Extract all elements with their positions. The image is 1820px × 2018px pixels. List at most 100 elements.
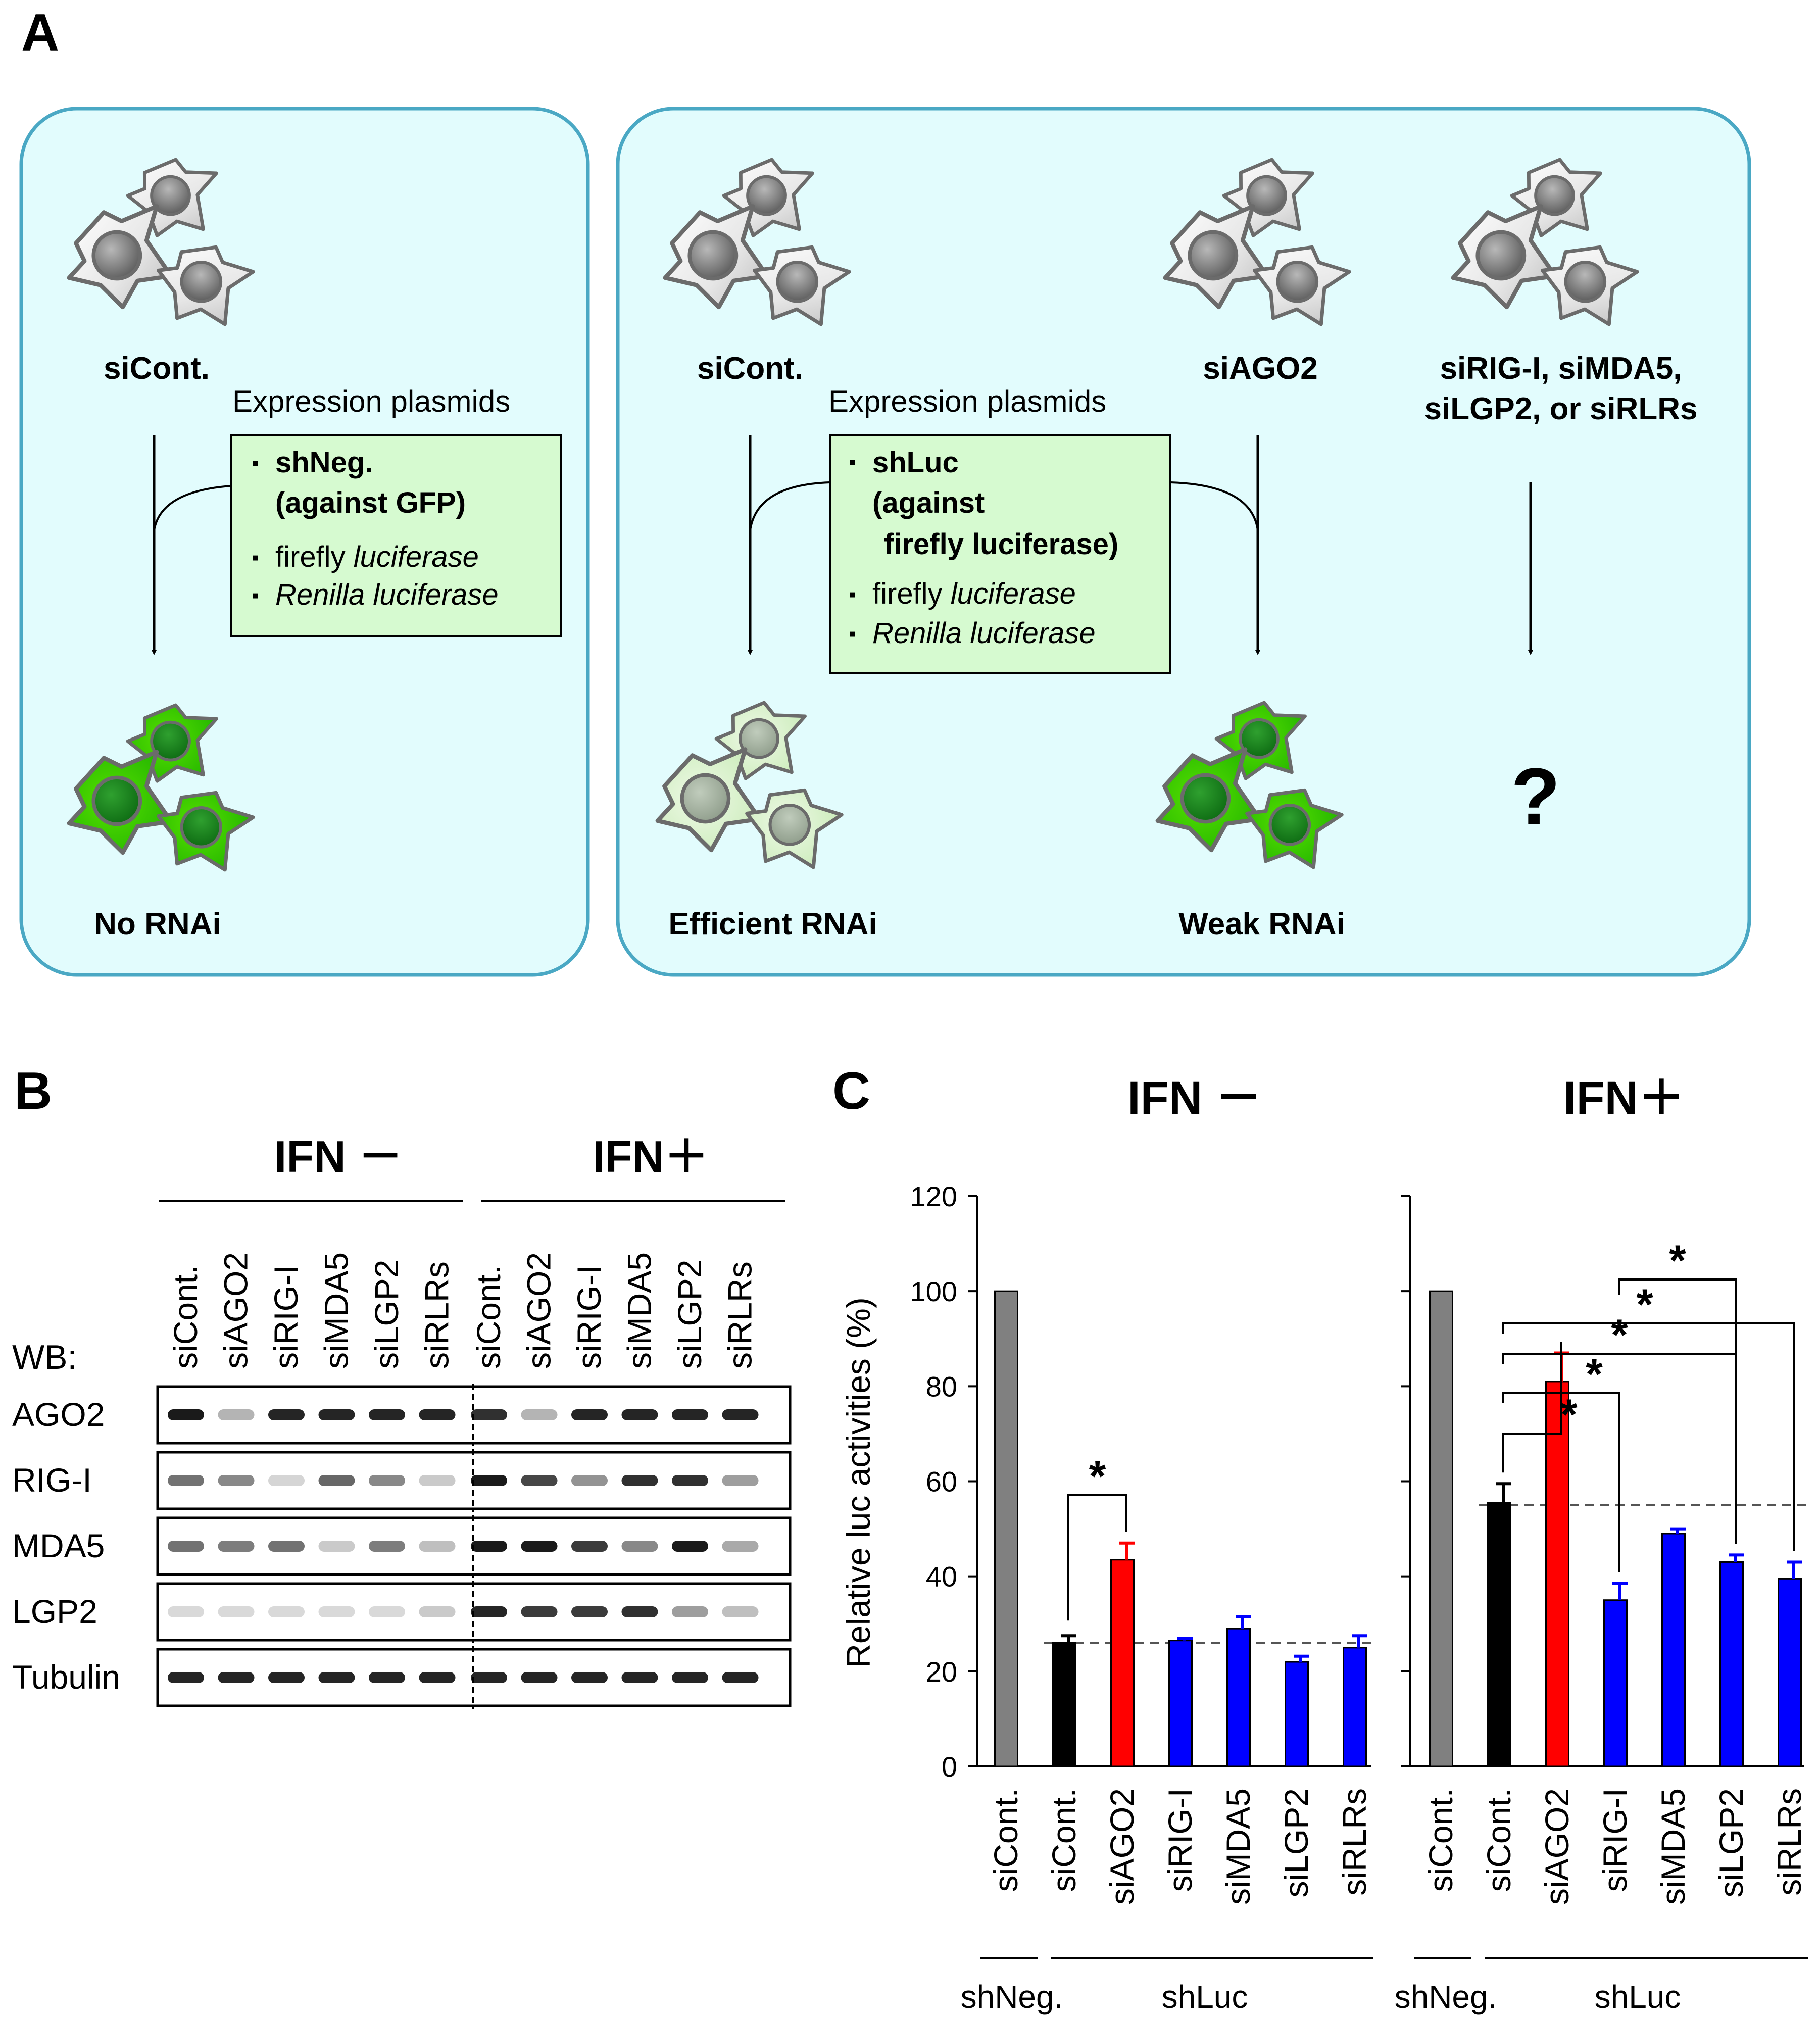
blot-band	[621, 1606, 658, 1617]
blot-band	[471, 1541, 507, 1552]
cell-icon	[745, 788, 844, 869]
right-col3-top-label-line1: siRIG-I, siMDA5,	[1440, 351, 1682, 386]
panel-c-letter: C	[832, 1062, 870, 1120]
cell-cluster-right-col1-bottom	[655, 701, 844, 869]
right-plasmid-bullet-1: ▪	[849, 451, 856, 473]
bar	[1545, 1381, 1569, 1767]
blot-label: Tubulin	[12, 1658, 120, 1696]
blot-band	[722, 1606, 759, 1617]
right-plasmid-bullet-3: ▪	[849, 623, 856, 645]
cell-icon	[157, 791, 255, 872]
blot-row: RIG-I	[12, 1449, 792, 1512]
cell-cluster-right-col2-top	[1163, 158, 1351, 326]
blot-band	[168, 1541, 204, 1552]
cell-cluster-right-col1-top	[663, 158, 851, 326]
significance-star: *	[1586, 1350, 1603, 1399]
significance-bracket	[1502, 1392, 1620, 1572]
blot-band	[471, 1606, 507, 1617]
blot-label: AGO2	[12, 1396, 105, 1433]
bar	[1603, 1599, 1628, 1767]
y-axis-label: Relative luc activities (%)	[840, 1297, 877, 1668]
cell-icon	[663, 204, 769, 310]
left-bottom-label: No RNAi	[94, 907, 221, 942]
cell-icon	[126, 158, 218, 237]
lane-label: siRIG-I	[267, 1265, 305, 1369]
right-col2-bottom-label: Weak RNAi	[1178, 907, 1345, 942]
blot-band	[369, 1541, 405, 1552]
blot-band	[268, 1541, 305, 1552]
blot-band	[218, 1672, 255, 1683]
blot-row: Tubulin	[12, 1646, 792, 1709]
right-col2-top-label: siAGO2	[1203, 351, 1317, 386]
cell-icon	[714, 701, 807, 780]
right-plasmid-box	[829, 434, 1171, 674]
x-tick-label: siRIG-I	[1596, 1788, 1634, 1892]
blot-band	[268, 1672, 305, 1683]
y-tick-label: 80	[926, 1370, 957, 1402]
bar	[1226, 1628, 1251, 1767]
panel-b-group-plus: IFN＋	[593, 1131, 709, 1182]
significance-star: *	[1636, 1281, 1653, 1329]
blot-label: RIG-I	[12, 1461, 92, 1499]
blot-band	[268, 1606, 305, 1617]
x-tick-label: siCont.	[1045, 1788, 1083, 1892]
blot-band	[571, 1409, 608, 1420]
lane-label: siRLRs	[418, 1261, 456, 1369]
blot-band	[419, 1475, 456, 1486]
x-tick-label: siMDA5	[1219, 1788, 1257, 1905]
bottom-group-shneg-1: shNeg.	[961, 1979, 1063, 2015]
blot-band	[672, 1409, 708, 1420]
blot-band	[419, 1606, 456, 1617]
right-plasmid-target: firefly luciferase)	[884, 528, 1118, 561]
blot-band	[621, 1672, 658, 1683]
blot-band	[369, 1475, 405, 1486]
blot-band	[621, 1541, 658, 1552]
blot-band	[521, 1409, 558, 1420]
blot-band	[722, 1672, 759, 1683]
y-tick-label: 100	[910, 1275, 957, 1307]
blot-band	[218, 1606, 255, 1617]
right-plasmid-against: (against	[872, 486, 985, 519]
blot-band	[268, 1475, 305, 1486]
lane-label: siCont.	[167, 1265, 204, 1369]
bottom-group-shneg-2: shNeg.	[1395, 1979, 1497, 2015]
cell-icon	[753, 245, 851, 326]
bar	[1778, 1578, 1802, 1767]
y-tick-label: 40	[926, 1561, 957, 1593]
blot-band	[268, 1409, 305, 1420]
x-tick-label: siRLRs	[1770, 1788, 1808, 1896]
y-tick-label: 120	[910, 1180, 957, 1212]
blot-band	[318, 1541, 355, 1552]
blot-band	[168, 1672, 204, 1683]
bar	[1052, 1642, 1076, 1767]
blot-band	[521, 1541, 558, 1552]
bar	[1110, 1559, 1135, 1767]
chart-title: IFN＋	[1563, 1072, 1685, 1124]
lane-label: siAGO2	[520, 1252, 558, 1369]
blot-band	[571, 1606, 608, 1617]
cell-icon	[1541, 245, 1639, 326]
panel-a-right-box	[616, 107, 1751, 977]
cell-icon	[67, 750, 173, 855]
bar	[1661, 1533, 1686, 1767]
blot-row: MDA5	[12, 1515, 792, 1578]
blot-label: MDA5	[12, 1527, 105, 1564]
blot-band	[571, 1672, 608, 1683]
cell-icon	[1222, 158, 1314, 237]
blot-band	[471, 1475, 507, 1486]
blot-band	[521, 1475, 558, 1486]
blot-band	[471, 1672, 507, 1683]
blot-band	[419, 1541, 456, 1552]
significance-star: *	[1089, 1452, 1106, 1501]
cell-icon	[1510, 158, 1602, 237]
blot-band	[168, 1409, 204, 1420]
bar	[1285, 1661, 1309, 1767]
blot-band	[722, 1409, 759, 1420]
blot-band	[521, 1672, 558, 1683]
blot-band	[369, 1672, 405, 1683]
lane-label: siAGO2	[217, 1252, 255, 1369]
